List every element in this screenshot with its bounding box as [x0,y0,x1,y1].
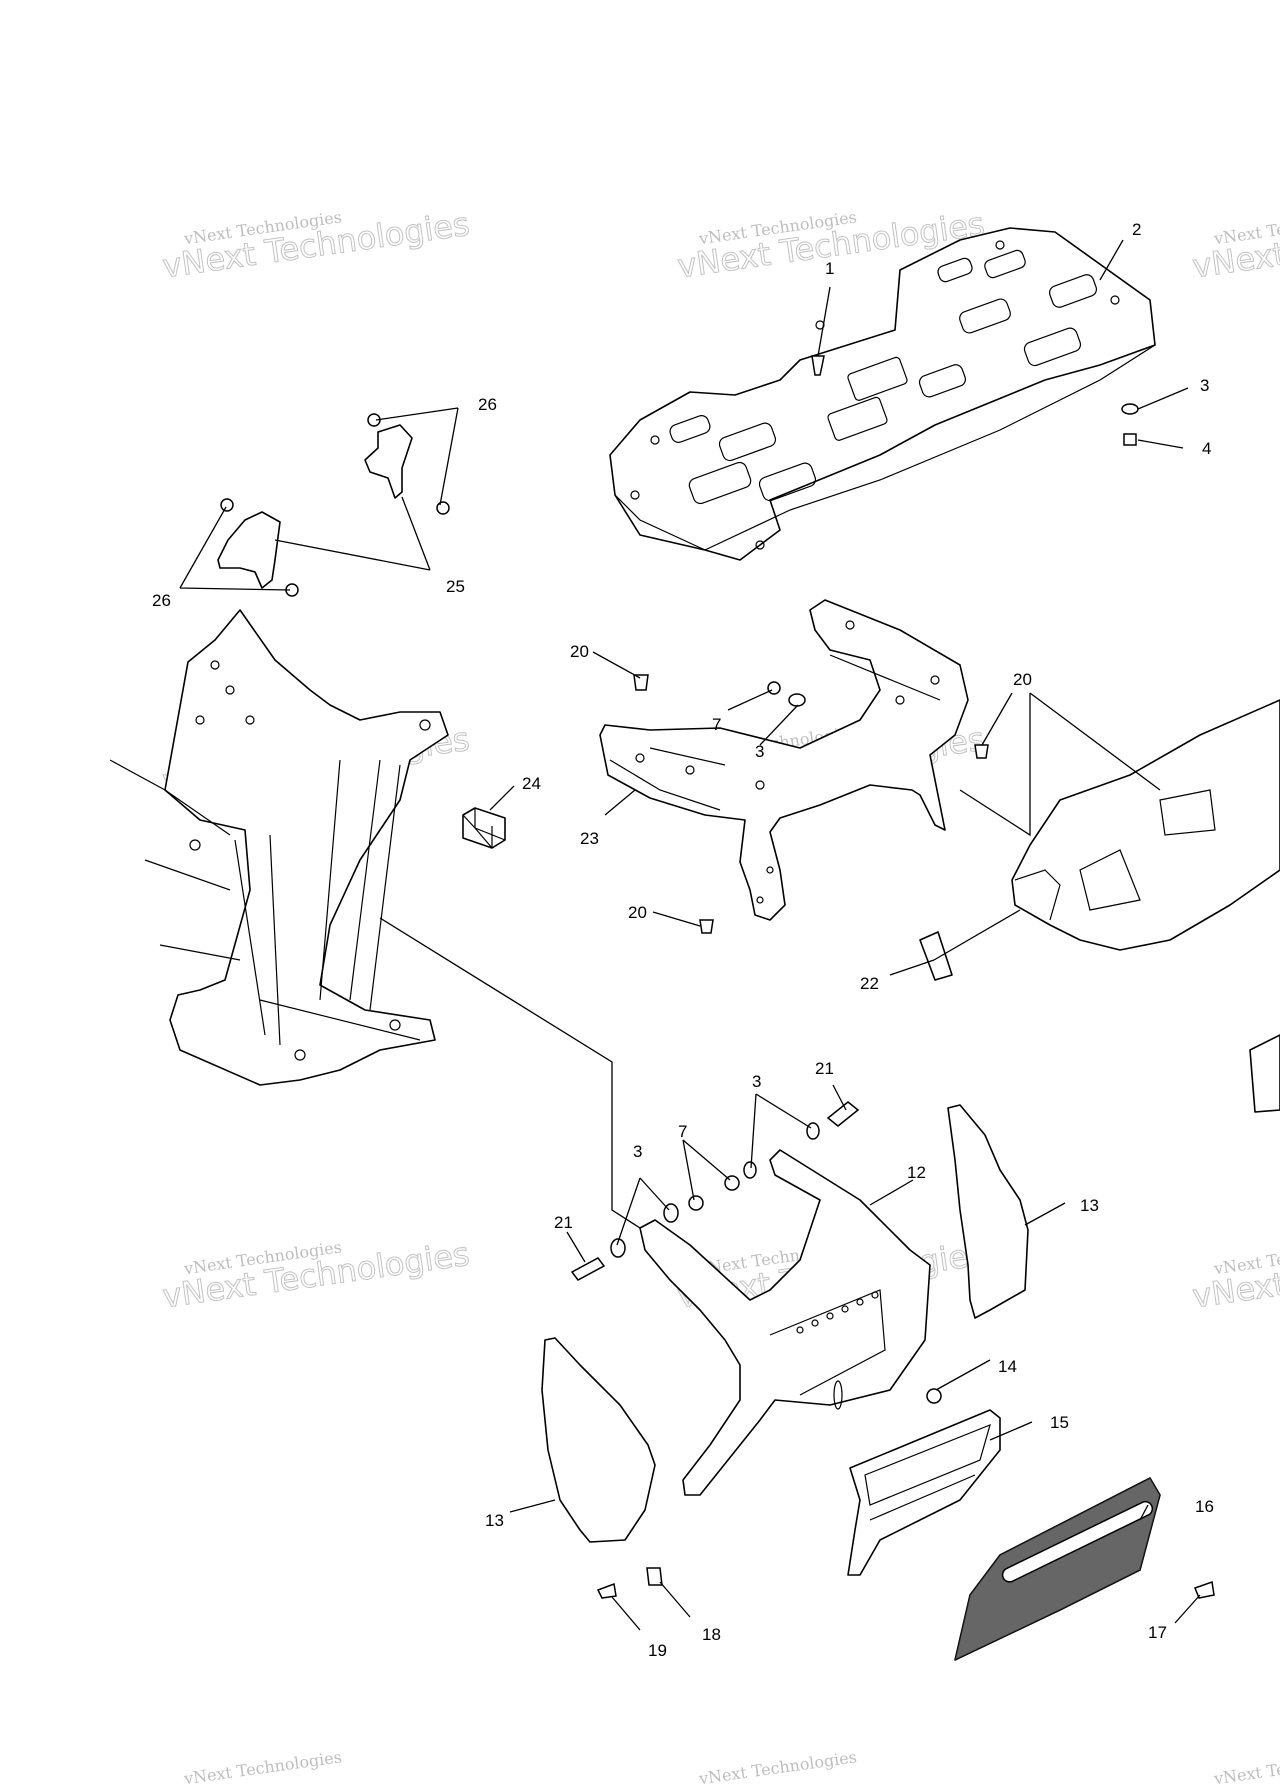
callout-label: 16 [1195,1497,1214,1516]
callout-label: 13 [485,1511,504,1530]
rack-support-frame-part [599,599,969,921]
callout-label: 22 [860,974,879,993]
callout-label: 19 [648,1641,667,1660]
callout-label: 24 [522,774,541,793]
callout-label: 1 [825,259,834,278]
callout-label: 23 [580,829,599,848]
side-panel-part [541,1337,656,1543]
callout-label: 7 [712,715,721,734]
nut-part [926,1388,942,1404]
leader-lines [179,239,1201,1631]
watermark: vNext Technologies [697,1747,858,1788]
callout-label: 3 [633,1142,642,1161]
decal-plate-part [919,931,953,981]
bolt-part [570,1257,606,1281]
callout-label: 17 [1148,1623,1167,1642]
callout-label: 25 [446,577,465,596]
callout-label: 21 [554,1213,573,1232]
fender-part [1011,699,1280,1113]
washer-part [743,1161,757,1179]
watermark: vNext Technologies vNext Technologies [1190,204,1280,286]
callout-label: 18 [702,1625,721,1644]
nut-part [767,681,781,695]
callouts: 1 2 3 4 26 26 25 20 7 3 20 24 23 20 22 3… [152,220,1214,1660]
front-bumper-part [639,1149,931,1496]
callout-label: 3 [752,1072,761,1091]
bolt-part [826,1101,860,1127]
callout-label: 3 [755,742,764,761]
bolt-part [220,498,234,512]
bolt-part [633,674,649,691]
bracket-part [217,511,281,589]
washer-part [1121,403,1139,415]
callout-label: 26 [152,591,171,610]
bolt-part [811,355,825,376]
nut-part [688,1195,704,1211]
callout-label: 20 [1013,670,1032,689]
grille-frame-part [847,1409,1001,1576]
callout-label: 26 [478,395,497,414]
bolt-part [436,501,450,515]
rack-plate-part [609,227,1156,561]
bolt-part [974,744,989,759]
screw-part [596,1582,617,1599]
bolt-part [1123,433,1137,446]
hardware [220,355,1215,1599]
screw-part [1194,1580,1215,1599]
callout-label: 2 [1132,220,1141,239]
callout-label: 15 [1050,1413,1069,1432]
callout-label: 7 [678,1122,687,1141]
callout-label: 14 [998,1357,1017,1376]
callout-label: 12 [907,1163,926,1182]
bolt-part [699,919,714,934]
watermark-text: vNext Technologies [1190,1235,1280,1316]
callout-label: 4 [1202,439,1211,458]
bracket-part [364,424,413,499]
watermark-text: vNext Technologies [697,1747,858,1788]
mesh-screen-part [954,1477,1161,1661]
watermark-text: vNext Technologies [1190,205,1280,286]
watermark: vNext Technologies vNext Technologies [1190,1234,1280,1316]
watermark: vNext Technologies [1212,1747,1280,1788]
watermark: vNext Technologies vNext Technologies [160,204,472,286]
watermark-text: vNext Technologies [182,1747,343,1788]
washer-part [610,1238,626,1258]
watermark: vNext Technologies vNext Technologies [160,1234,472,1316]
side-panel-part [947,1104,1029,1319]
chassis-frame-part [109,609,449,1086]
washer-part [788,693,806,707]
callout-label: 20 [570,642,589,661]
callout-label: 3 [1200,376,1209,395]
callout-label: 13 [1080,1196,1099,1215]
washer-part [806,1122,820,1140]
watermark-text: vNext Technologies [1212,1747,1280,1788]
watermark: vNext Technologies [182,1747,343,1788]
rubber-block-part [462,807,506,849]
callout-label: 20 [628,903,647,922]
callout-label: 21 [815,1059,834,1078]
